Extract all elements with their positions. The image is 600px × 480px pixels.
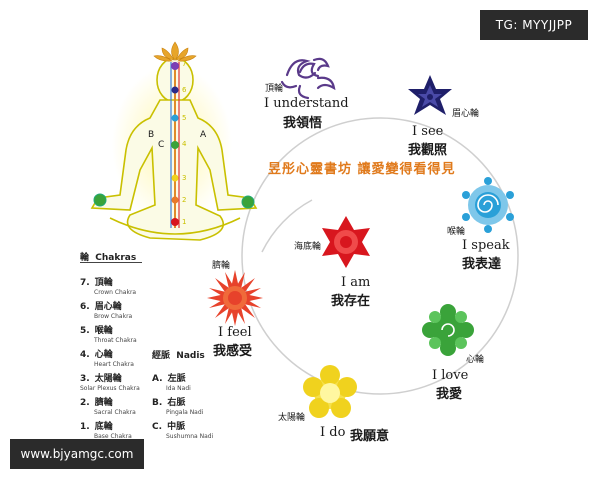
nadi-label-b: B <box>148 130 155 140</box>
throat-affirmation-en: I speak <box>462 238 510 253</box>
legend-nadis-header: 經脈 Nadis <box>152 351 205 361</box>
crown-chakra-label: 頂輪 <box>265 84 284 94</box>
nadi-label-a: A <box>200 130 207 140</box>
brow-chakra-label: 眉心輪 <box>452 109 480 119</box>
solar-affirmation-en: I do <box>320 425 346 440</box>
heart-affirmation-zh: 我愛 <box>436 387 463 402</box>
sacral-affirmation-en: I feel <box>218 325 252 340</box>
sacral-chakra-icon <box>207 270 263 326</box>
solar-chakra-label: 太陽輪 <box>278 413 306 423</box>
chakra-circle <box>241 117 519 395</box>
root-chakra-icon <box>322 216 370 268</box>
crown-affirmation-en: I understand <box>264 96 349 111</box>
heart-chakra-icon <box>422 304 474 356</box>
slogan-text: 昱彤心靈書坊 讓愛變得看得見 <box>268 162 456 177</box>
nadi-label-c: C <box>158 140 165 150</box>
throat-chakra-icon <box>462 177 514 233</box>
root-chakra-label: 海底輪 <box>294 242 322 252</box>
crown-affirmation-zh: 我領悟 <box>283 116 323 131</box>
legend-chakras-header: 輪 Chakras <box>80 253 137 263</box>
root-affirmation-zh: 我存在 <box>331 294 371 309</box>
throat-chakra-label: 喉輪 <box>447 227 466 237</box>
root-affirmation-en: I am <box>341 275 371 290</box>
brow-chakra-icon <box>408 75 452 115</box>
watermark-badge: www.bjyamgc.com <box>10 439 144 469</box>
sacral-chakra-label: 臍輪 <box>212 261 231 271</box>
solar-plexus-chakra-icon <box>303 365 357 418</box>
heart-chakra-label: 心輪 <box>466 355 485 365</box>
tg-badge: TG: MYYJJPP <box>480 10 588 40</box>
crown-chakra-icon <box>280 57 336 100</box>
lotus-icon <box>153 41 197 62</box>
solar-affirmation-zh: 我願意 <box>350 429 390 444</box>
throat-affirmation-zh: 我表達 <box>462 257 502 272</box>
sacral-affirmation-zh: 我感受 <box>213 344 253 359</box>
heart-affirmation-en: I love <box>432 368 469 383</box>
brow-affirmation-en: I see <box>412 124 444 139</box>
brow-affirmation-zh: 我觀照 <box>408 143 448 158</box>
